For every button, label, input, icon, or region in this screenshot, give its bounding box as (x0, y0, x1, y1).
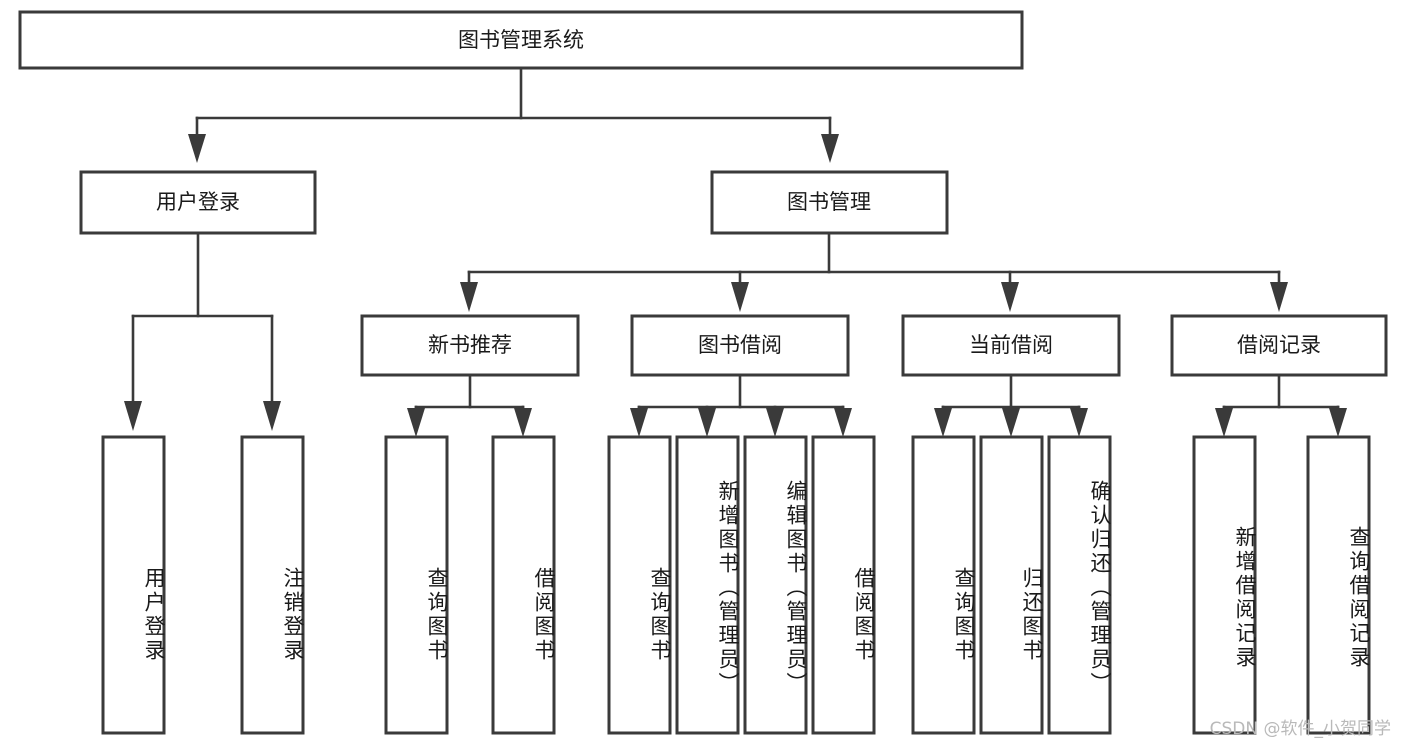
arrow-head-icon (630, 408, 648, 437)
node-root[interactable]: 图书管理系统 (18, 10, 1024, 70)
leaf-box-current-borrow-1[interactable] (979, 435, 1044, 735)
node-current-borrow-label: 当前借阅 (969, 333, 1053, 357)
leaf-box-book-borrow-1[interactable] (675, 435, 740, 735)
node-borrow-record-label: 借阅记录 (1237, 333, 1321, 357)
node-book-borrow-box (630, 314, 850, 377)
arrow-head-icon (124, 401, 142, 431)
node-new-book-recommend[interactable]: 新书推荐 (360, 314, 580, 377)
leaf-box-borrow-record-1[interactable] (1306, 435, 1371, 735)
arrow-head-icon (698, 408, 716, 437)
arrow-head-icon (514, 408, 532, 437)
leaf-box-book-borrow-0[interactable] (607, 435, 672, 735)
leaf-box-current-borrow-0[interactable] (911, 435, 976, 735)
arrow-head-icon (1270, 282, 1288, 312)
arrow-head-icon (1002, 408, 1020, 437)
arrow-head-icon (188, 134, 206, 163)
node-book-management[interactable]: 图书管理 (710, 170, 949, 235)
node-user-login-label: 用户登录 (156, 190, 240, 214)
node-book-management-label: 图书管理 (787, 190, 871, 214)
node-borrow-record[interactable]: 借阅记录 (1170, 314, 1388, 377)
leaf-box-new-book-0[interactable] (384, 435, 449, 735)
leaf-box-user-login-1[interactable] (240, 435, 305, 735)
arrow-head-icon (834, 408, 852, 437)
arrow-head-icon (731, 282, 749, 312)
arrow-head-icon (1001, 282, 1019, 312)
arrow-head-icon (263, 401, 281, 431)
arrow-head-icon (1070, 408, 1088, 437)
node-root-label: 图书管理系统 (458, 28, 584, 52)
arrow-head-icon (1215, 408, 1233, 437)
leaf-box-borrow-record-0[interactable] (1192, 435, 1257, 735)
arrow-head-icon (821, 134, 839, 163)
leaf-box-book-borrow-2[interactable] (743, 435, 808, 735)
watermark-text: CSDN @软件_小贺同学 (1209, 719, 1391, 739)
node-new-book-recommend-box (360, 314, 580, 377)
arrow-head-icon (934, 408, 952, 437)
node-book-management-box (710, 170, 949, 235)
leaf-box-user-login-0[interactable] (101, 435, 166, 735)
leaf-box-new-book-1[interactable] (491, 435, 556, 735)
node-new-book-recommend-label: 新书推荐 (428, 333, 512, 357)
node-borrow-record-box (1170, 314, 1388, 377)
node-user-login[interactable]: 用户登录 (79, 170, 317, 235)
arrow-head-icon (460, 282, 478, 312)
node-root-box (18, 10, 1024, 70)
node-current-borrow[interactable]: 当前借阅 (901, 314, 1121, 377)
arrow-head-icon (766, 408, 784, 437)
leaf-box-book-borrow-3[interactable] (811, 435, 876, 735)
leaf-box-current-borrow-2[interactable] (1047, 435, 1112, 735)
arrow-head-icon (407, 408, 425, 437)
node-book-borrow[interactable]: 图书借阅 (630, 314, 850, 377)
arrow-head-icon (1329, 408, 1347, 437)
node-current-borrow-box (901, 314, 1121, 377)
node-book-borrow-label: 图书借阅 (698, 333, 782, 357)
